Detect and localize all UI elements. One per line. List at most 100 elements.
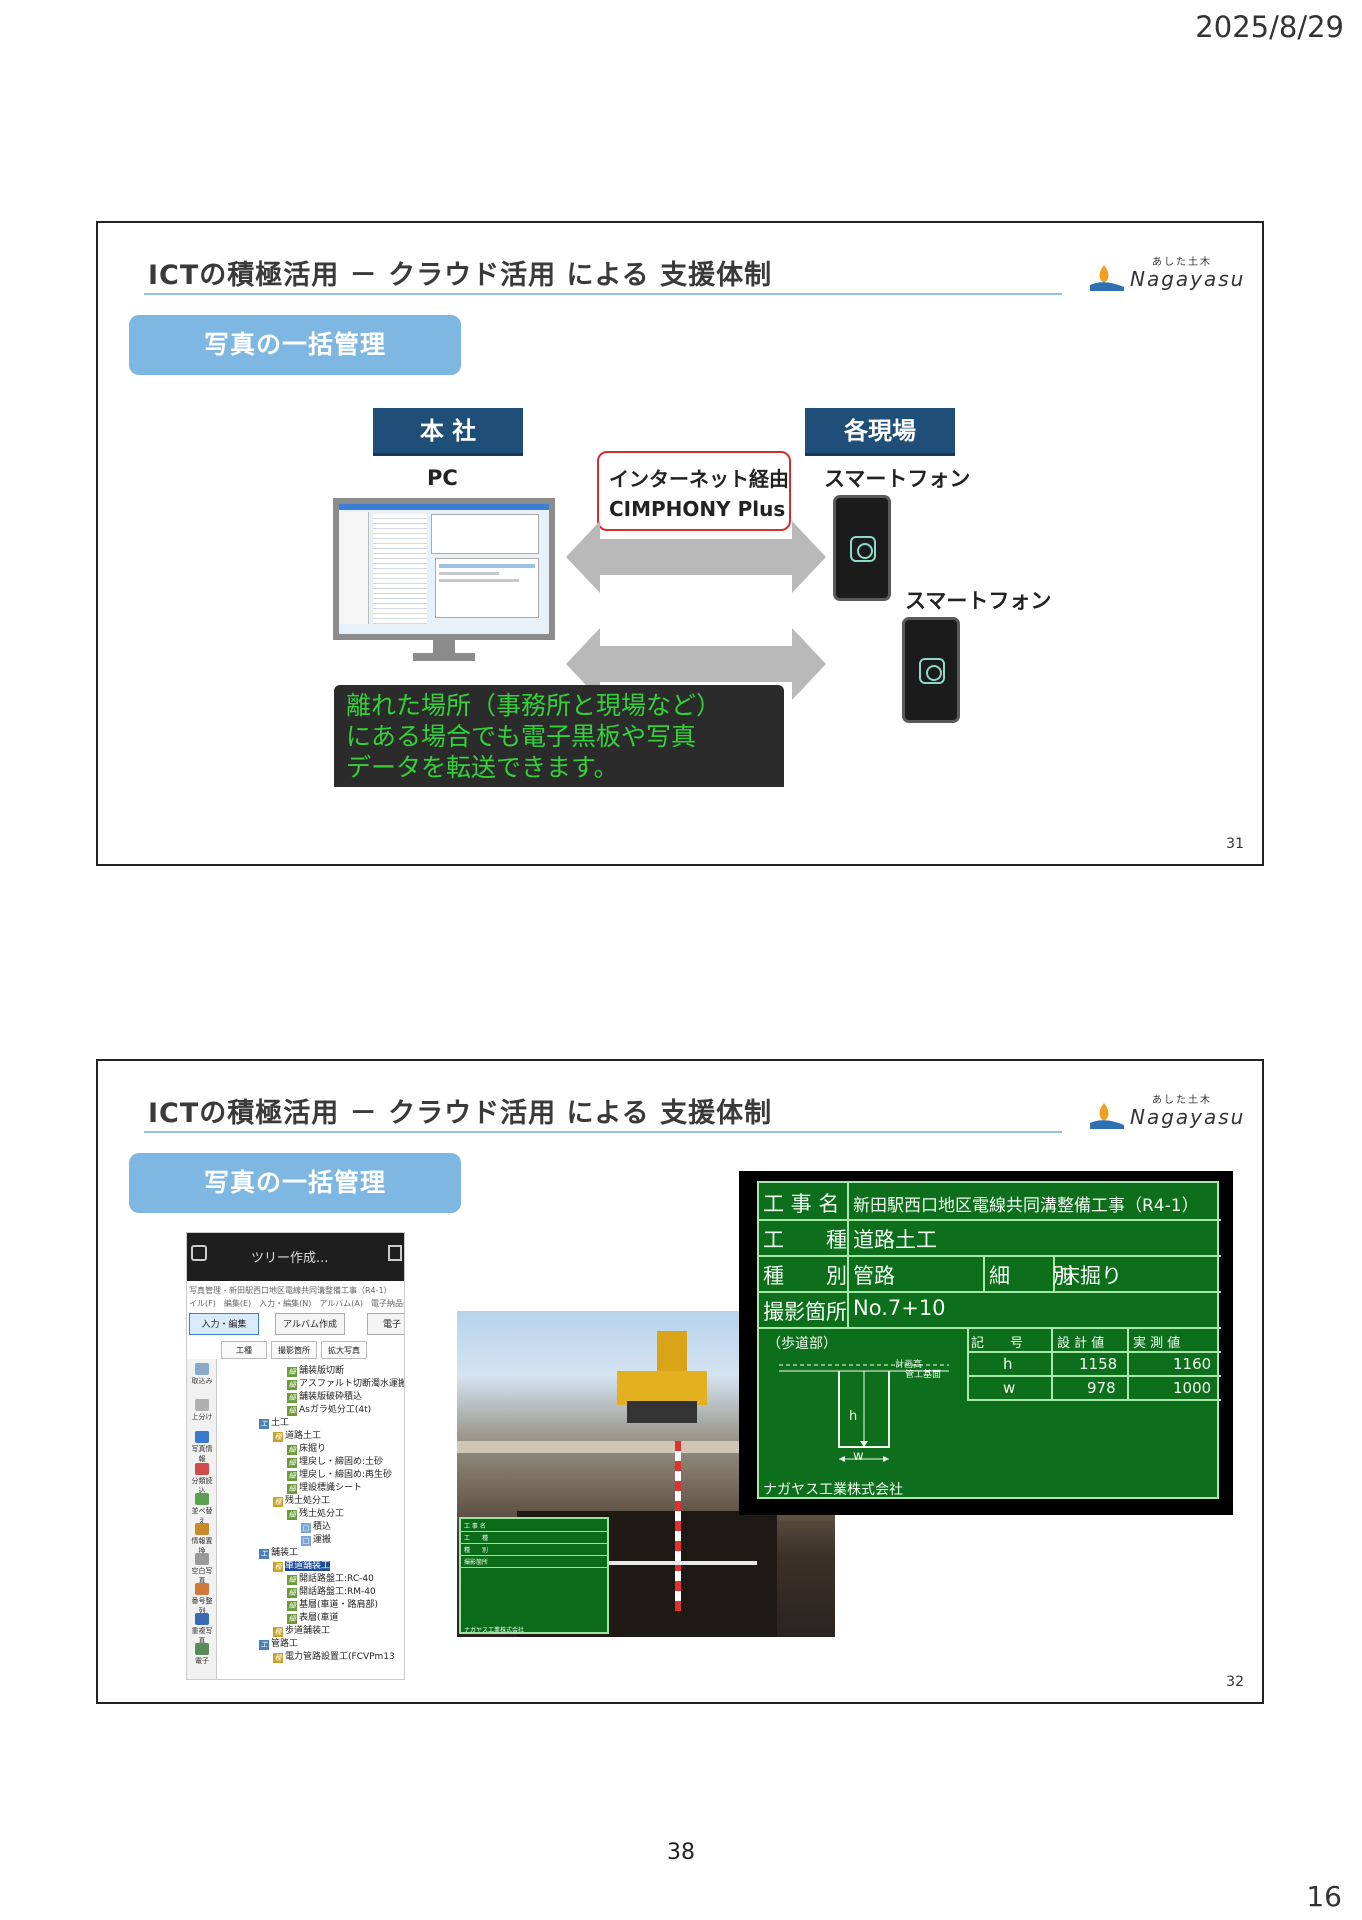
double-arrow-icon (566, 628, 826, 700)
tab-album[interactable]: アルバム作成 (275, 1313, 345, 1335)
logo-sub: あした土木 (1152, 1095, 1212, 1106)
tree-item[interactable]: 細舗装版破砕積込 (287, 1392, 363, 1403)
note-line-1: 離れた場所（事務所と現場など） (346, 691, 722, 720)
subtab-location[interactable]: 撮影箇所 (271, 1341, 317, 1359)
tree-item[interactable]: 工土工 (259, 1418, 290, 1429)
side-duplicate[interactable]: 重複写真 (189, 1613, 215, 1646)
board-sketch-label: （歩道部） (767, 1336, 837, 1352)
board-row1-label: 工 事 名 (763, 1192, 840, 1216)
board-row3-value: 管路 (853, 1264, 895, 1288)
tree-item[interactable]: 細表層(車道 (287, 1613, 339, 1624)
smartphone-1 (833, 495, 891, 601)
mini-blackboard: 工 事 名 工 種 種 別 撮影箇所 ナガヤス工業株式会社 (459, 1517, 609, 1634)
via-line2: CIMPHONY Plus (609, 497, 786, 521)
photo-app-screenshot: ツリー作成... 写真管理 - 新田駅西口地区電線共同溝整備工事（R4-1） イ… (186, 1232, 405, 1680)
pc-monitor (333, 498, 555, 640)
internet-via-box: インターネット経由 CIMPHONY Plus (597, 451, 791, 531)
tree-item[interactable]: 工管路工 (259, 1639, 299, 1650)
board-sketch-note2: 管工基面 (905, 1370, 942, 1380)
board-sketch-w: w (853, 1449, 864, 1464)
tree-item[interactable]: 細埋設標識シート (287, 1483, 363, 1494)
side-split[interactable]: 上分け (189, 1399, 215, 1422)
tree-item[interactable]: 細アスファルト切断濁水運搬・ (287, 1379, 405, 1390)
side-import[interactable]: 取込み (189, 1363, 215, 1386)
slide-32: ICTの積極活用 － クラウド活用 による 支援体制 あした土木 Nagayas… (96, 1059, 1264, 1704)
table-cell-symbol: w (1003, 1379, 1016, 1397)
app-tabs: 入力・編集 アルバム作成 電子 (187, 1313, 404, 1335)
tree-item[interactable]: 細舗装版切断 (287, 1366, 345, 1377)
board-row4-value: No.7+10 (853, 1296, 946, 1320)
tree-item[interactable]: 細基層(車道・路肩部) (287, 1600, 379, 1611)
side-blank-photo[interactable]: 空白写真 (189, 1553, 215, 1586)
note-line-2: にある場合でも電子黒板や写真 (346, 722, 697, 751)
electronic-blackboard: 工 事 名 新田駅西口地区電線共同溝整備工事（R4-1） 工 種 道路土工 種 … (739, 1171, 1233, 1515)
side-electronic[interactable]: 電子 (189, 1643, 215, 1666)
table-header-actual: 実 測 値 (1133, 1336, 1181, 1351)
slide-number: 31 (1226, 836, 1244, 852)
photo-management-tag: 写真の一括管理 (129, 315, 461, 375)
tree-item[interactable]: □積込 (301, 1522, 332, 1533)
tree-item-selected[interactable]: 種車道舗装工 (273, 1561, 331, 1572)
app-window-title: 写真管理 - 新田駅西口地区電線共同溝整備工事（R4-1） (189, 1286, 392, 1295)
board-sketch-h: h (849, 1409, 858, 1424)
board-row4-label: 撮影箇所 (763, 1300, 847, 1324)
app-top-bar: ツリー作成... (187, 1233, 404, 1281)
nagayasu-logo: あした土木 Nagayasu (1090, 245, 1250, 295)
side-renumber[interactable]: 番号整列 (189, 1583, 215, 1616)
table-header-symbol: 記 号 (971, 1336, 1024, 1351)
table-header-design: 設 計 値 (1057, 1336, 1105, 1351)
app-top-title: ツリー作成... (251, 1251, 329, 1266)
tree-item[interactable]: 細開話路盤工:RC-40 (287, 1574, 374, 1585)
trench-sketch-icon (779, 1364, 949, 1462)
sites-label: 各現場 (805, 408, 955, 456)
tree-item[interactable]: 細床掘り (287, 1444, 327, 1455)
measurement-table: 記 号 設 計 値 実 測 値 h 1158 1160 w 978 1000 (967, 1329, 1221, 1401)
board-row2-label: 工 種 (763, 1228, 847, 1252)
monitor-base (413, 653, 475, 661)
board-row2-value: 道路土工 (853, 1228, 937, 1252)
tree-item[interactable]: 細残土処分工 (287, 1509, 345, 1520)
board-row3-label2: 細 別 (989, 1264, 1073, 1288)
pc-label: PC (427, 466, 458, 490)
camera-app-icon (850, 536, 876, 562)
board-row3-label: 種 別 (763, 1264, 847, 1288)
board-row3-value2: 床掘り (1059, 1264, 1122, 1288)
camera-app-icon (919, 658, 945, 684)
measuring-staff (675, 1441, 681, 1611)
tree-item[interactable]: 細開話路盤工:RM-40 (287, 1587, 376, 1598)
subtab-work-type[interactable]: 工種 (221, 1341, 267, 1359)
photo-management-tag: 写真の一括管理 (129, 1153, 461, 1213)
slide-title: ICTの積極活用 － クラウド活用 による 支援体制 (148, 1098, 773, 1129)
logo-mark-icon (1090, 265, 1124, 291)
tab-electronic[interactable]: 電子 (367, 1313, 404, 1335)
tree-item[interactable]: □運搬 (301, 1535, 332, 1546)
tree-item[interactable]: 種電力管路設置工(FCVPm13 (273, 1652, 395, 1663)
board-sketch-note: 計画高 (895, 1360, 923, 1370)
table-cell-design: 1158 (1079, 1355, 1118, 1373)
double-arrow-icon (566, 521, 826, 593)
tree-item[interactable]: 種残土処分工 (273, 1496, 331, 1507)
blackboard-face: 工 事 名 新田駅西口地区電線共同溝整備工事（R4-1） 工 種 道路土工 種 … (757, 1181, 1221, 1499)
page-center-number: 38 (667, 1840, 695, 1865)
tree-item[interactable]: 細埋戻し・締固め:再生砂 (287, 1470, 393, 1481)
subtab-zoom-photo[interactable]: 拡大写真 (321, 1341, 367, 1359)
slide-number: 32 (1226, 1674, 1244, 1690)
page-date: 2025/8/29 (1195, 10, 1344, 44)
tab-input-edit[interactable]: 入力・編集 (189, 1313, 259, 1335)
tree-item[interactable]: 細埋戻し・締固め:土砂 (287, 1457, 384, 1468)
tree-item[interactable]: 種歩道舗装工 (273, 1626, 331, 1637)
tree-item[interactable]: 種道路土工 (273, 1431, 322, 1442)
logo-main: Nagayasu (1130, 1105, 1246, 1129)
slide-31: ICTの積極活用 － クラウド活用 による 支援体制 あした土木 Nagayas… (96, 221, 1264, 866)
title-rule (144, 1131, 1062, 1133)
side-sort[interactable]: 並べ替え (189, 1493, 215, 1526)
side-replace[interactable]: 情報置換 (189, 1523, 215, 1556)
side-category[interactable]: 分類読込 (189, 1463, 215, 1496)
app-menu-bar: イル(F) 編集(E) 入力・編集(N) アルバム(A) 電子納品(X (189, 1299, 405, 1308)
note-box: 離れた場所（事務所と現場など） にある場合でも電子黒板や写真 データを転送できま… (334, 685, 784, 787)
side-photo-info[interactable]: 写真情報 (189, 1431, 215, 1464)
app-side-toolbar: 取込み 上分け 写真情報 分類読込 並べ替え 情報置換 空白写真 番号整列 重複… (187, 1359, 217, 1679)
tree-item[interactable]: 工舗装工 (259, 1548, 299, 1559)
title-rule (144, 293, 1062, 295)
